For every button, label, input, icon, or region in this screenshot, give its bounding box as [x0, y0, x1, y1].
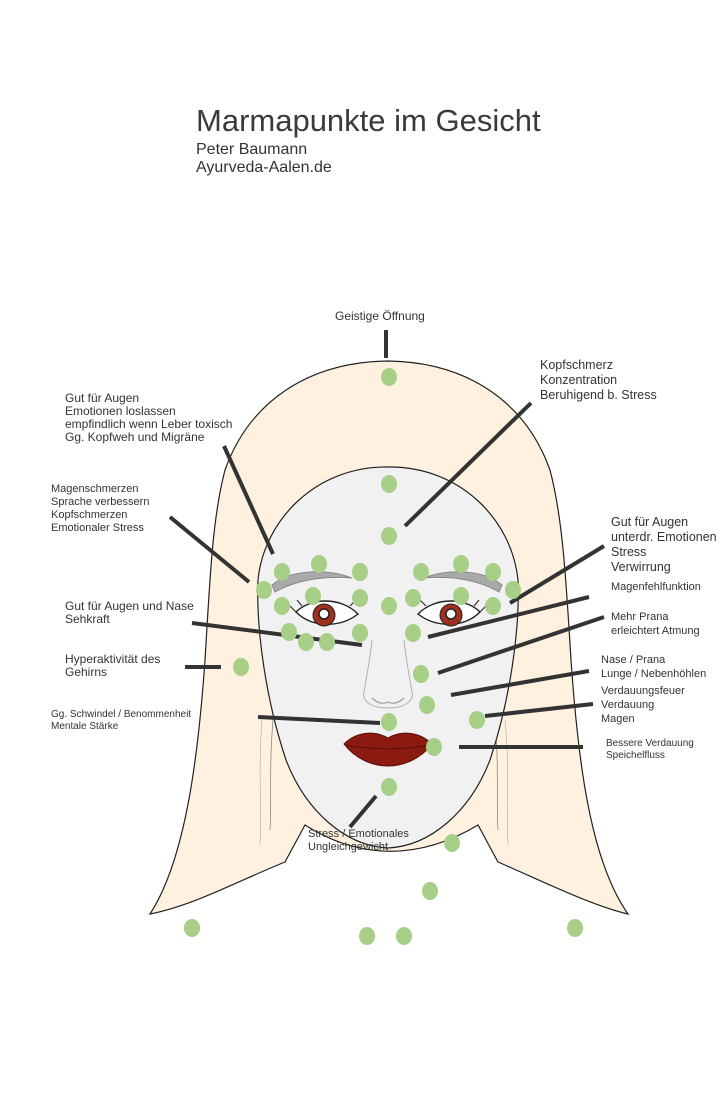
label-verdauungsfeuer: Verdauungsfeuer Verdauung Magen	[601, 685, 685, 725]
pointer-line-verdauungsfeuer	[484, 702, 594, 718]
marma-point	[233, 658, 249, 676]
label-augen-right: Gut für Augen unterdr. Emotionen Stress …	[611, 515, 717, 574]
marma-point	[352, 589, 368, 607]
marma-point	[444, 834, 460, 852]
marma-point	[381, 368, 397, 386]
marma-point	[413, 665, 429, 683]
lash-right	[419, 599, 487, 613]
label-schwindel: Gg. Schwindel / Benommenheit Mentale Stä…	[51, 709, 192, 732]
marma-point	[485, 563, 501, 581]
label-bessere: Bessere Verdauung Speichelfluss	[606, 738, 694, 761]
website-name: Ayurveda-Aalen.de	[196, 159, 332, 176]
pointer-line-kopfschmerz	[403, 401, 533, 528]
marma-point	[453, 555, 469, 573]
nose	[363, 639, 413, 709]
pointer-line-magen-left	[168, 515, 251, 584]
pointer-line-prana	[437, 615, 605, 675]
marma-point	[485, 597, 501, 615]
hair-strand-right2	[504, 719, 509, 846]
pointer-line-magenfehl	[427, 595, 590, 639]
marma-point	[381, 597, 397, 615]
label-nase: Nase / Prana Lunge / Nebenhöhlen	[601, 654, 707, 680]
label-kopfschmerz: Kopfschmerz Konzentration Beruhigend b. …	[540, 358, 657, 402]
marma-point	[359, 927, 375, 945]
marma-point	[381, 778, 397, 796]
marma-point	[298, 633, 314, 651]
label-magen-left: Magenschmerzen Sprache verbessern Kopfsc…	[51, 483, 150, 534]
pointer-line-augen-left	[222, 445, 275, 555]
pointer-line-schwindel	[257, 715, 381, 725]
eyebrow-left	[271, 571, 353, 593]
hair-strand-left2	[259, 719, 263, 846]
marma-point	[505, 581, 521, 599]
marma-point	[319, 633, 335, 651]
marma-point	[381, 475, 397, 493]
pointer-line-augen-right	[508, 544, 606, 605]
marma-point	[405, 624, 421, 642]
marma-point	[413, 563, 429, 581]
marma-point	[419, 696, 435, 714]
marma-point	[396, 927, 412, 945]
marma-point	[453, 587, 469, 605]
pointer-line-nase	[450, 669, 590, 697]
label-magenfehl: Magenfehlfunktion	[611, 581, 701, 593]
marma-point	[405, 589, 421, 607]
marma-point	[567, 919, 583, 937]
marma-point	[256, 581, 272, 599]
author-name: Peter Baumann	[196, 141, 308, 158]
marma-point	[426, 738, 442, 756]
label-geistige: Geistige Öffnung	[335, 309, 425, 323]
page-title: Marmapunkte im Gesicht	[196, 103, 541, 138]
marma-point	[381, 527, 397, 545]
marma-point	[305, 587, 321, 605]
marma-point	[274, 597, 290, 615]
label-prana: Mehr Prana erleichtert Atmung	[611, 611, 700, 637]
marma-point	[352, 624, 368, 642]
label-augen-nase: Gut für Augen und Nase Sehkraft	[65, 599, 194, 626]
marma-point	[274, 563, 290, 581]
marma-point	[352, 563, 368, 581]
marma-point	[184, 919, 200, 937]
label-hyper: Hyperaktivität des Gehirns	[65, 652, 161, 679]
label-augen-left: Gut für Augen Emotionen loslassen empfin…	[65, 391, 233, 444]
label-stress: Stress / Emotionales Ungleichgewicht	[308, 828, 409, 853]
nostrils	[371, 697, 405, 704]
marma-point	[469, 711, 485, 729]
marma-point	[381, 713, 397, 731]
pupil-left	[318, 608, 330, 620]
marma-point	[281, 623, 297, 641]
lip-line	[345, 744, 431, 750]
pupil-right	[445, 608, 457, 620]
pointer-line-stress	[348, 794, 378, 829]
marma-point	[311, 555, 327, 573]
marma-point	[422, 882, 438, 900]
